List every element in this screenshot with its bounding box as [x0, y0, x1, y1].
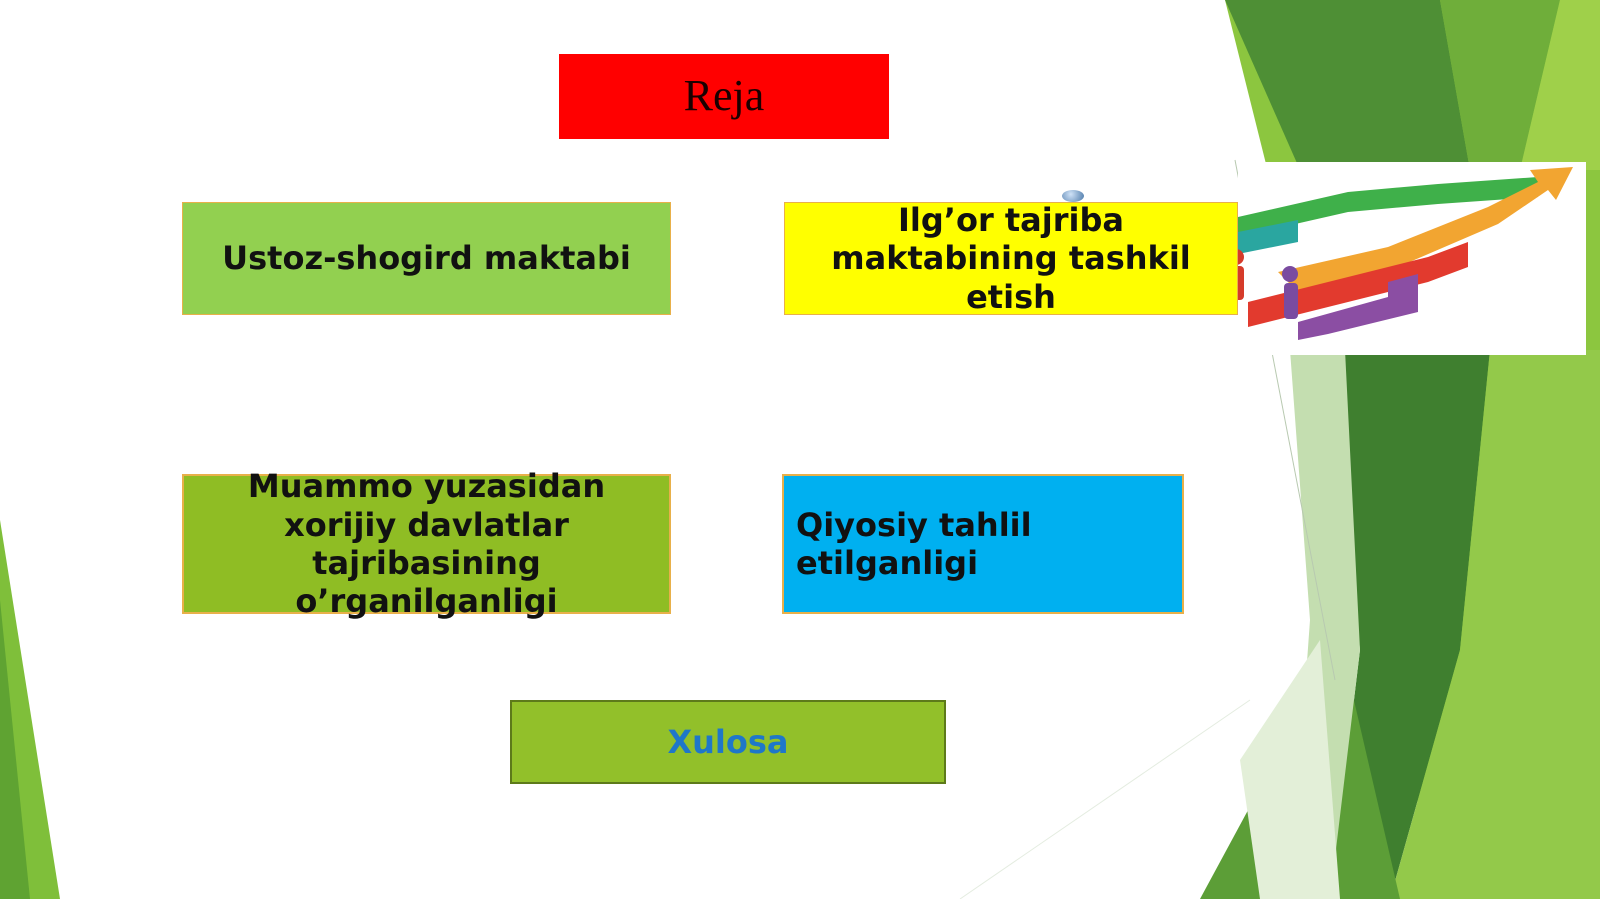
growth-arrow-people-illustration [1228, 162, 1586, 355]
plan-item-4: Qiyosiy tahlil etilganligi [782, 474, 1184, 614]
plan-item-3: Muammo yuzasidan xorijiy davlatlar tajri… [182, 467, 671, 620]
slide-title: Reja [559, 54, 889, 139]
plan-item-1: Ustoz-shogird maktabi [182, 202, 671, 315]
bullet-dot-icon [1062, 190, 1084, 202]
plan-item-2: Ilg’or tajriba maktabining tashkil etish [784, 201, 1238, 316]
plan-item-5: Xulosa [510, 700, 946, 784]
